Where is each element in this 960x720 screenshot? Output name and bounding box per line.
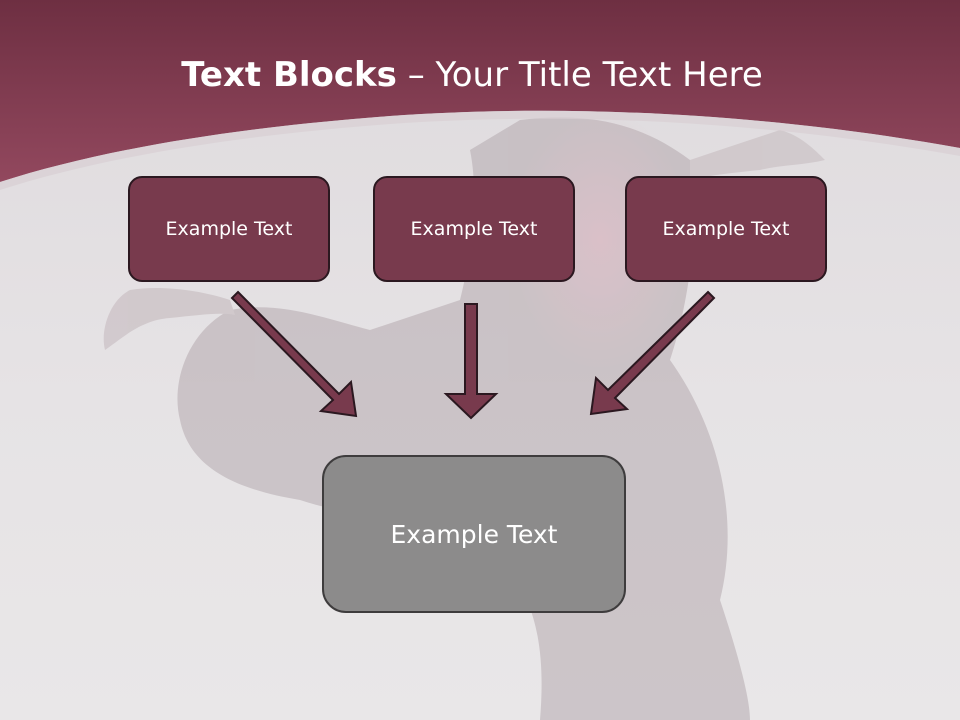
text-block-2[interactable]: Example Text bbox=[373, 176, 575, 282]
header-band bbox=[0, 0, 960, 182]
text-block-2-label: Example Text bbox=[410, 218, 538, 240]
text-block-result-label: Example Text bbox=[390, 519, 558, 549]
arrow-down-left-icon bbox=[589, 290, 716, 416]
text-block-1-label: Example Text bbox=[165, 218, 293, 240]
arrow-down-right-icon bbox=[230, 290, 358, 418]
slide-title: Text Blocks – Your Title Text Here bbox=[0, 52, 944, 98]
text-block-3[interactable]: Example Text bbox=[625, 176, 827, 282]
title-rest: – Your Title Text Here bbox=[396, 55, 763, 95]
text-block-1[interactable]: Example Text bbox=[128, 176, 330, 282]
arrow-down-icon bbox=[443, 303, 499, 420]
text-block-result[interactable]: Example Text bbox=[322, 455, 626, 613]
title-bold: Text Blocks bbox=[181, 55, 397, 95]
text-block-3-label: Example Text bbox=[662, 218, 790, 240]
